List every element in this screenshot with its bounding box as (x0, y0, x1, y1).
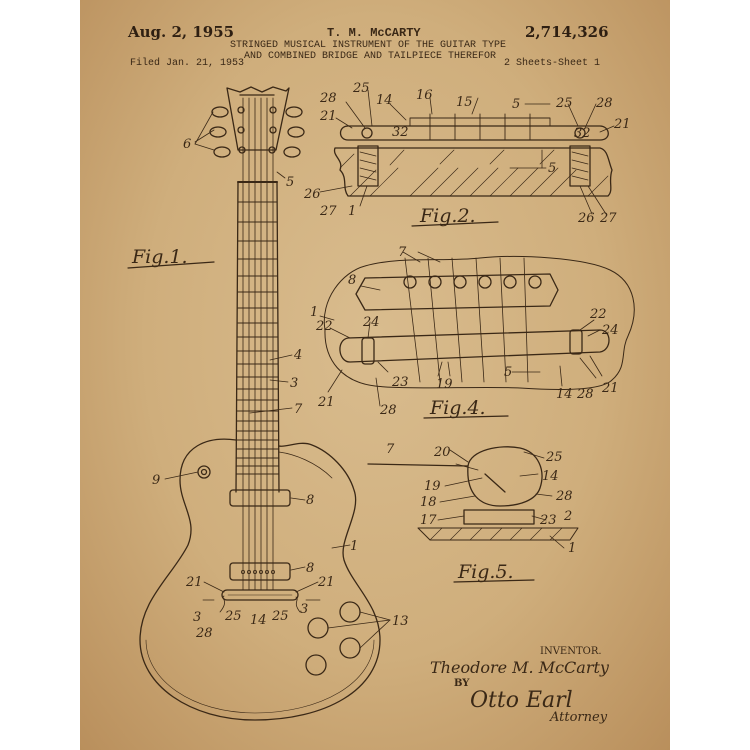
ref-number: 13 (392, 614, 409, 629)
ref-number: 25 (352, 81, 370, 96)
fig1-reference-numbers: 6 5 4 3 7 9 8 8 1 21 21 3 3 28 25 14 25 … (152, 137, 409, 641)
ref-number: 25 (271, 609, 289, 624)
ref-number: 22 (315, 319, 333, 334)
ref-number: 14 (542, 469, 559, 484)
ref-number: 22 (589, 307, 607, 322)
fig-4-label: Fig.4. (429, 397, 486, 419)
bridge-side-detail (368, 447, 578, 548)
ref-number: 28 (379, 403, 397, 418)
ref-number: 25 (555, 96, 573, 111)
headstock (227, 87, 289, 150)
fig-5-label: Fig.5. (457, 561, 514, 583)
frets (236, 202, 279, 474)
ref-number: 1 (310, 305, 318, 320)
ref-number: 5 (286, 175, 294, 190)
ref-number: 19 (424, 479, 441, 494)
guitar-body (140, 439, 380, 720)
ref-number: 21 (317, 575, 335, 590)
ref-number: 3 (193, 610, 201, 625)
ref-number: 32 (574, 126, 591, 141)
strings (243, 98, 273, 590)
ref-number: 1 (350, 539, 358, 554)
bridge-perspective-view (320, 252, 634, 406)
title-line-1: STRINGED MUSICAL INSTRUMENT OF THE GUITA… (230, 40, 507, 51)
ref-number: 14 (376, 93, 393, 108)
ref-number: 6 (183, 137, 191, 152)
ref-number: 8 (348, 273, 356, 288)
ref-number: 18 (420, 495, 437, 510)
inventor-name: T. M. McCARTY (327, 26, 421, 40)
ref-number: 28 (195, 626, 213, 641)
ref-number: 23 (391, 375, 409, 390)
inventor-label: INVENTOR. (540, 646, 602, 657)
ref-number: 16 (416, 88, 433, 103)
ref-number: 28 (576, 387, 594, 402)
toggle-switch (198, 466, 210, 478)
ref-number: 19 (436, 377, 453, 392)
bridge-pickup (230, 563, 290, 580)
patent-drawing: Fig.1. Fig.2. Fig.4. Fig.5. 6 5 4 3 7 9 … (80, 81, 670, 750)
ref-number: 5 (548, 161, 556, 176)
patent-poster: Aug. 2, 1955 T. M. McCARTY 2,714,326 STR… (80, 0, 670, 750)
fig-2-label: Fig.2. (419, 205, 476, 227)
patent-number: 2,714,326 (525, 23, 609, 41)
fig2-reference-numbers: 28 25 21 32 14 16 15 5 25 28 21 32 5 26 … (303, 81, 631, 226)
ref-number: 26 (577, 211, 595, 226)
inventor-signature: Theodore M. McCarty (430, 658, 609, 677)
attorney-signature: Otto Earl (470, 688, 573, 713)
ref-number: 23 (539, 513, 557, 528)
fig4-reference-numbers: 7 8 1 22 24 22 24 21 23 19 5 14 28 21 28 (310, 245, 619, 418)
fig5-reference-numbers: 7 20 25 19 14 18 28 17 23 2 1 (386, 442, 576, 556)
patent-date: Aug. 2, 1955 (128, 23, 235, 41)
ref-number: 25 (224, 609, 242, 624)
sheet-count: 2 Sheets-Sheet 1 (504, 58, 601, 69)
ref-number: 1 (348, 204, 356, 219)
ref-number: 28 (555, 489, 573, 504)
ref-number: 9 (152, 473, 160, 488)
ref-number: 4 (293, 348, 302, 363)
ref-number: 20 (433, 445, 451, 460)
guitar-front-view (140, 87, 390, 720)
fig-1-label: Fig.1. (131, 246, 188, 268)
ref-number: 28 (595, 96, 613, 111)
ref-number: 15 (456, 95, 473, 110)
ref-number: 3 (290, 376, 298, 391)
ref-number: 5 (512, 97, 520, 112)
ref-number: 14 (556, 387, 573, 402)
ref-number: 21 (185, 575, 203, 590)
ref-number: 8 (306, 493, 314, 508)
bridge-cross-section (320, 90, 614, 214)
filed-date: Filed Jan. 21, 1953 (130, 58, 245, 69)
ref-number: 21 (319, 109, 337, 124)
ref-number: 25 (545, 450, 563, 465)
bridge (222, 590, 298, 600)
control-knobs (306, 602, 360, 675)
ref-number: 27 (599, 211, 617, 226)
ref-number: 21 (317, 395, 335, 410)
ref-number: 21 (601, 381, 619, 396)
attorney-label: Attorney (550, 710, 608, 725)
by-label: BY (454, 678, 470, 689)
ref-number: 7 (386, 442, 395, 457)
ref-number: 1 (568, 541, 576, 556)
ref-number: 3 (300, 602, 308, 617)
ref-number: 7 (398, 245, 407, 260)
ref-number: 8 (306, 561, 314, 576)
ref-number: 7 (294, 402, 303, 417)
ref-number: 14 (250, 613, 267, 628)
ref-number: 28 (319, 91, 337, 106)
ref-number: 21 (613, 117, 631, 132)
ref-number: 5 (504, 365, 512, 380)
title-line-2: AND COMBINED BRIDGE AND TAILPIECE THEREF… (244, 51, 497, 62)
ref-number: 24 (601, 323, 619, 338)
ref-number: 32 (392, 125, 409, 140)
neck-pickup (230, 490, 290, 506)
ref-number: 17 (420, 513, 437, 528)
ref-number: 27 (319, 204, 337, 219)
ref-number: 24 (362, 315, 380, 330)
ref-number: 26 (303, 187, 321, 202)
ref-number: 2 (563, 509, 572, 524)
